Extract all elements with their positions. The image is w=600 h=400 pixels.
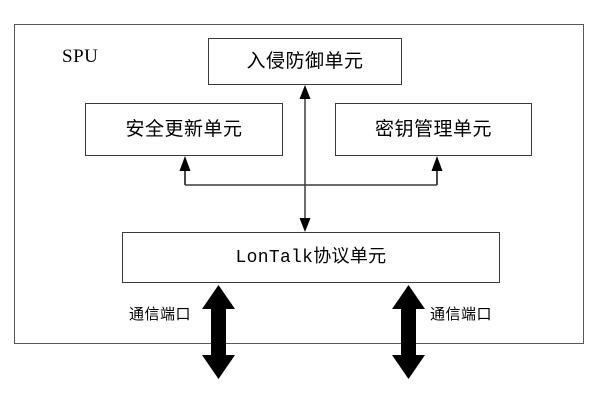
box-security-update-unit-label: 安全更新单元 [125, 119, 243, 140]
box-key-management-unit[interactable]: 密钥管理单元 [335, 103, 532, 156]
communication-port-left-label: 通信端口 [129, 307, 192, 323]
box-intrusion-prevention-unit[interactable]: 入侵防御单元 [208, 38, 402, 85]
box-security-update-unit[interactable]: 安全更新单元 [85, 103, 283, 156]
box-lontalk-protocol-unit[interactable]: LonTalk协议单元 [122, 232, 500, 283]
box-lontalk-protocol-unit-label: LonTalk协议单元 [235, 247, 387, 268]
box-intrusion-prevention-unit-label: 入侵防御单元 [246, 51, 364, 72]
box-key-management-unit-label: 密钥管理单元 [374, 119, 492, 140]
spu-title-label: SPU [62, 46, 99, 67]
spu-container [14, 24, 584, 344]
communication-port-right-label: 通信端口 [430, 307, 493, 323]
